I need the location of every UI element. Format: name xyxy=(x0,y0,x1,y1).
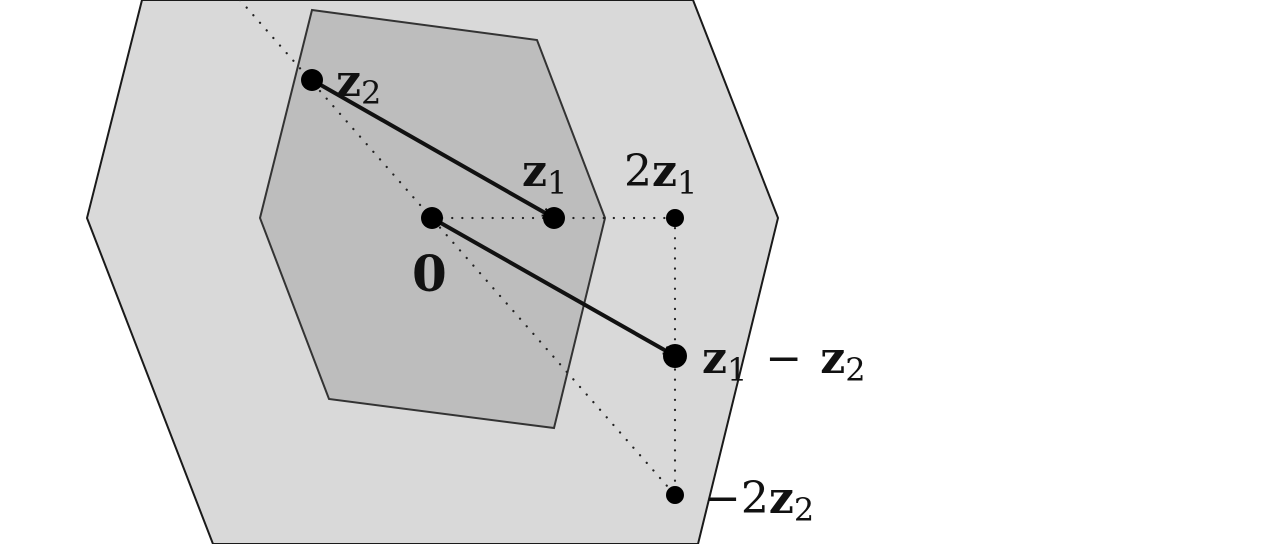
point-two-z1 xyxy=(666,209,684,227)
point-z1 xyxy=(543,207,565,229)
label-z1: z1 xyxy=(522,146,567,202)
point-minus-two-z2 xyxy=(666,486,684,504)
label-2z1: 2z1 xyxy=(624,146,697,202)
arrow-z2-to-z1 xyxy=(311,78,551,218)
arrow-origin-to-z1_minus_z2 xyxy=(431,216,672,356)
point-z1-minus-z2 xyxy=(663,344,687,368)
label-minus-2z2: −2z2 xyxy=(704,473,814,529)
vector-arrows xyxy=(311,78,672,356)
point-z2 xyxy=(301,69,323,91)
label-z1-minus-z2: z1−z2 xyxy=(702,333,866,389)
label-z2: z2 xyxy=(336,56,381,112)
point-origin xyxy=(421,207,443,229)
point-markers xyxy=(301,69,687,504)
label-origin: 0 xyxy=(412,244,447,303)
